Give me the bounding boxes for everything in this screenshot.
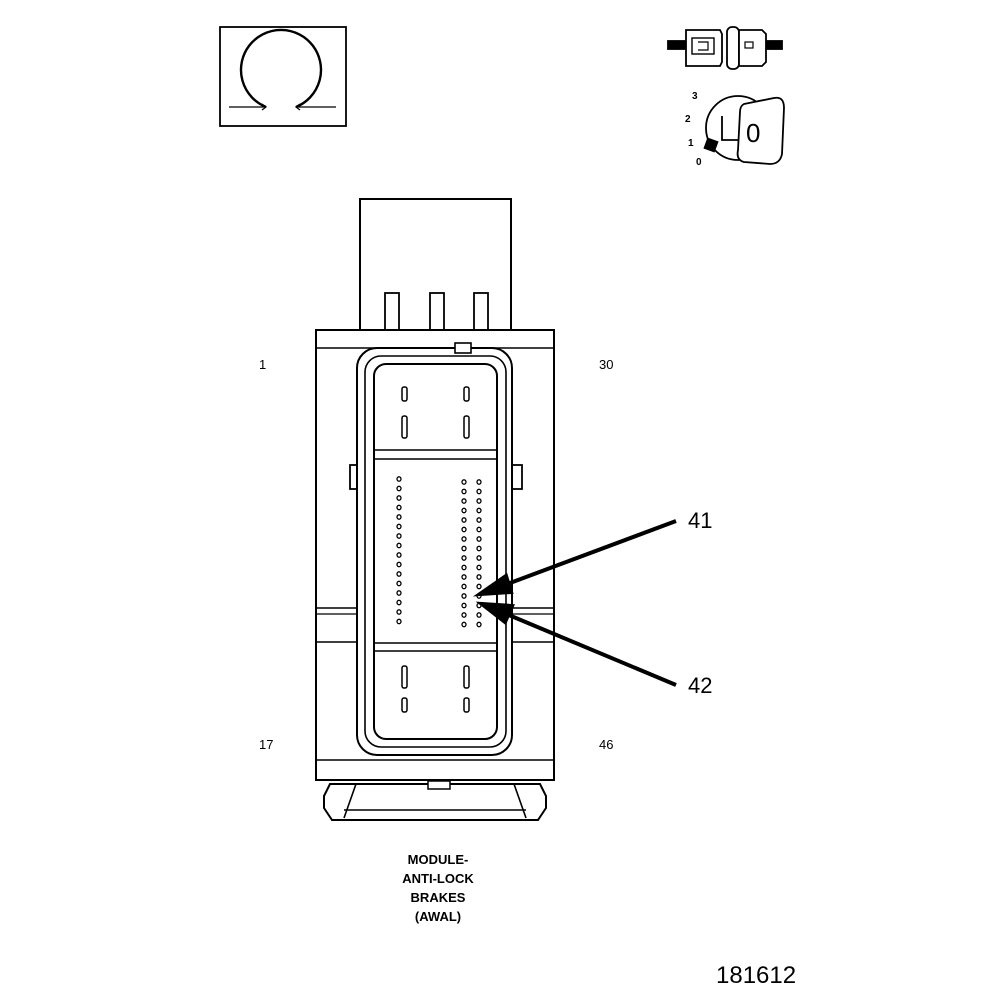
pin-cavity <box>396 618 402 625</box>
pin-cavity <box>461 536 467 542</box>
caption-line-1: MODULE- <box>407 852 469 867</box>
pin-cavity <box>396 552 402 558</box>
connector-disconnected-icon <box>667 26 783 70</box>
pin-cavity <box>396 476 402 482</box>
ohm-resistance-symbol-icon <box>219 26 347 127</box>
pin-cavity <box>396 514 402 520</box>
pin-cavity <box>461 602 467 609</box>
pin-label-17: 17 <box>259 737 274 752</box>
pin-cavity <box>396 523 402 530</box>
pin-cavity <box>476 583 482 590</box>
caption-line-3: BRAKES <box>410 890 466 905</box>
arrow-head-41 <box>472 572 514 597</box>
ignition-position-2: 2 <box>685 114 691 125</box>
connector-body <box>315 198 555 821</box>
connector-caption: MODULE- ANTI-LOCK BRAKES (AWAL) <box>368 850 508 926</box>
pin-cavity <box>461 526 467 533</box>
pin-cavity <box>396 504 402 511</box>
pin-cavity <box>461 564 467 571</box>
pin-cavity <box>396 485 402 492</box>
caption-line-4: (AWAL) <box>414 909 462 924</box>
pin-cavity <box>476 612 482 618</box>
pin-cavity <box>461 555 467 561</box>
arrow-head-42 <box>475 601 515 626</box>
pin-cavity <box>461 621 467 628</box>
pin-cavity <box>476 545 482 552</box>
pin-cavity <box>476 564 482 571</box>
ignition-position-0: 0 <box>696 157 702 168</box>
caption-line-2: ANTI-LOCK <box>402 871 474 886</box>
pin-cavity <box>476 498 482 504</box>
pin-cavity <box>396 571 402 577</box>
pin-label-1: 1 <box>259 357 267 372</box>
pin-cavity <box>461 488 467 495</box>
pin-cavity <box>461 583 467 590</box>
pin-cavity <box>476 517 482 523</box>
pin-cavity <box>476 488 482 495</box>
pin-cavity <box>476 555 482 561</box>
pin-cavity <box>396 542 402 549</box>
callout-42: 42 <box>688 673 713 698</box>
ignition-key-face-label: 0 <box>746 118 761 148</box>
pin-cavity <box>476 526 482 533</box>
pin-cavity <box>461 479 467 485</box>
pin-cavity <box>396 599 402 606</box>
pin-cavity <box>396 609 402 615</box>
pin-cavity-array <box>396 476 482 628</box>
ignition-position-3: 3 <box>692 91 698 102</box>
pin-cavity <box>476 536 482 542</box>
pin-label-30: 30 <box>599 357 614 372</box>
pin-cavity <box>461 593 467 599</box>
figure-id: 181612 <box>716 962 797 989</box>
ignition-position-1: 1 <box>688 138 694 149</box>
pin-cavity <box>461 574 467 580</box>
callout-41: 41 <box>688 508 713 533</box>
pin-cavity <box>461 545 467 552</box>
pin-cavity <box>396 590 402 596</box>
pin-cavity <box>461 517 467 523</box>
pin-cavity <box>476 621 482 628</box>
pin-cavity <box>396 561 402 568</box>
pin-cavity <box>396 533 402 539</box>
pin-cavity <box>476 574 482 580</box>
pin-cavity <box>461 498 467 504</box>
ignition-key-icon <box>703 95 785 165</box>
pin-cavity <box>396 580 402 587</box>
pin-cavity <box>461 507 467 514</box>
pin-cavity <box>476 507 482 514</box>
pin-cavity <box>461 612 467 618</box>
callout-arrows <box>472 519 677 687</box>
pin-label-46: 46 <box>599 737 614 752</box>
pin-cavity <box>476 479 482 485</box>
pin-cavity <box>396 495 402 501</box>
